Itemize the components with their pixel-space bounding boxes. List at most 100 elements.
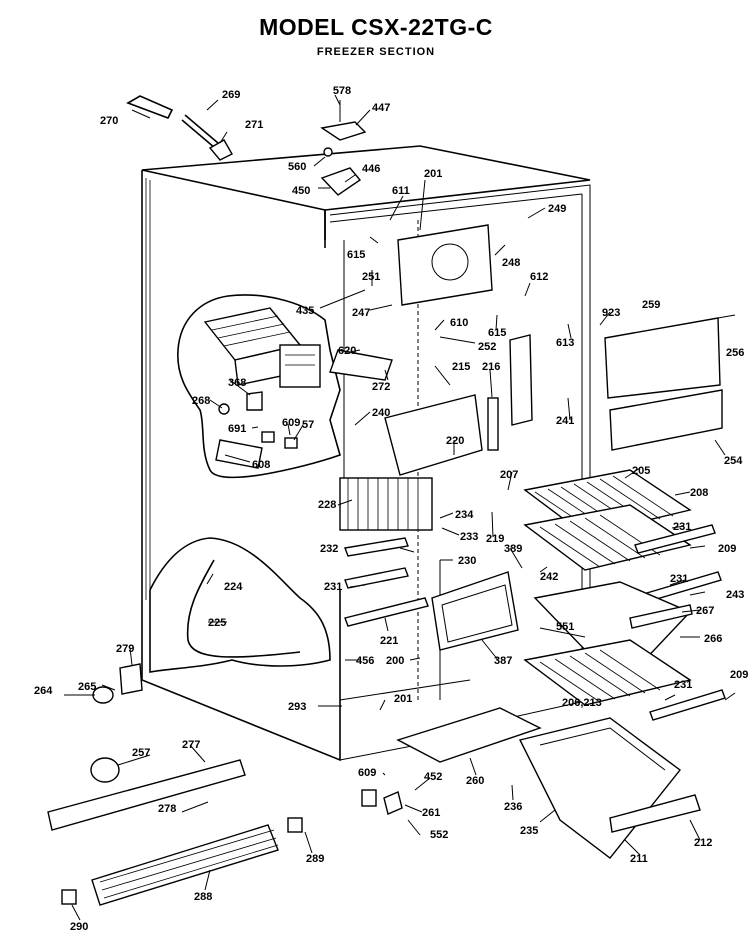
label-368: 368 bbox=[228, 377, 246, 389]
label-209b: 209 bbox=[730, 669, 748, 681]
icemaker-assembly bbox=[203, 307, 321, 388]
label-225: 225 bbox=[208, 617, 226, 629]
label-243: 243 bbox=[726, 589, 744, 601]
label-450: 450 bbox=[292, 185, 310, 197]
part-289-icon bbox=[287, 817, 303, 833]
label-259: 259 bbox=[642, 299, 660, 311]
part-608-icon bbox=[215, 439, 263, 469]
diagram-subtitle: FREEZER SECTION bbox=[316, 46, 436, 58]
part-387-icon bbox=[431, 571, 519, 651]
part-288-grille bbox=[91, 824, 279, 906]
label-251: 251 bbox=[362, 271, 380, 283]
label-233: 233 bbox=[460, 531, 478, 543]
label-57: 57 bbox=[302, 419, 314, 431]
part-206-wire-shelf bbox=[523, 639, 692, 706]
label-615: 615 bbox=[347, 249, 365, 261]
label-260: 260 bbox=[466, 775, 484, 787]
label-211: 211 bbox=[630, 853, 648, 865]
part-254-icon bbox=[609, 389, 723, 451]
part-290-icon bbox=[61, 889, 77, 905]
label-609: 609 bbox=[282, 417, 300, 429]
label-261: 261 bbox=[422, 807, 440, 819]
part-560-icon bbox=[323, 147, 333, 157]
label-234: 234 bbox=[455, 509, 474, 521]
label-200: 200 bbox=[386, 655, 404, 667]
label-230: 230 bbox=[458, 555, 476, 567]
label-208: 208 bbox=[690, 487, 708, 499]
diagram-title: MODEL CSX-22TG-C bbox=[259, 14, 493, 40]
part-231-rail-icon bbox=[344, 567, 409, 589]
label-270: 270 bbox=[100, 115, 118, 127]
part-201-housing-icon bbox=[397, 224, 493, 306]
label-249: 249 bbox=[548, 203, 566, 215]
part-225-tube-icon bbox=[186, 559, 301, 658]
part-216-icon bbox=[487, 397, 499, 451]
evaporator-coil bbox=[339, 477, 433, 531]
part-447-icon bbox=[320, 121, 367, 141]
freezer-cabinet bbox=[141, 145, 591, 762]
label-615b: 615 bbox=[488, 327, 506, 339]
part-279-icon bbox=[119, 663, 143, 695]
part-209-rod-icon bbox=[634, 524, 716, 554]
part-268-icon bbox=[218, 403, 230, 415]
part-number-labels: 578 447 269 270 271 560 446 450 611 201 … bbox=[34, 85, 748, 933]
part-211-bin bbox=[518, 717, 701, 859]
label-265: 265 bbox=[78, 681, 96, 693]
label-293: 293 bbox=[288, 701, 306, 713]
label-231d: 231 bbox=[674, 679, 692, 691]
part-261-icon bbox=[383, 791, 403, 815]
part-272-icon bbox=[329, 349, 393, 381]
label-456: 456 bbox=[356, 655, 374, 667]
label-242: 242 bbox=[540, 571, 558, 583]
label-578: 578 bbox=[333, 85, 351, 97]
label-221: 221 bbox=[380, 635, 398, 647]
label-231b: 231 bbox=[670, 573, 688, 585]
label-277: 277 bbox=[182, 739, 200, 751]
part-368-icon bbox=[246, 391, 263, 411]
label-289: 289 bbox=[306, 853, 324, 865]
label-257: 257 bbox=[132, 747, 150, 759]
label-613: 613 bbox=[556, 337, 574, 349]
part-221-icon bbox=[344, 597, 429, 627]
label-220: 220 bbox=[446, 435, 464, 447]
part-209b-rod-icon bbox=[649, 689, 726, 721]
label-215: 215 bbox=[452, 361, 470, 373]
label-236: 236 bbox=[504, 801, 522, 813]
label-209: 209 bbox=[718, 543, 736, 555]
label-271: 271 bbox=[245, 119, 263, 131]
label-552: 552 bbox=[430, 829, 448, 841]
label-201: 201 bbox=[424, 168, 442, 180]
part-270-icon bbox=[126, 95, 174, 120]
label-620: 620 bbox=[338, 345, 356, 357]
label-224: 224 bbox=[224, 581, 243, 593]
label-447: 447 bbox=[372, 102, 390, 114]
part-452-icon bbox=[361, 789, 377, 807]
label-610: 610 bbox=[450, 317, 468, 329]
leader-lines bbox=[64, 94, 736, 921]
part-232-icon bbox=[344, 537, 409, 557]
label-248: 248 bbox=[502, 257, 520, 269]
label-256: 256 bbox=[726, 347, 744, 359]
label-228: 228 bbox=[318, 499, 336, 511]
label-212: 212 bbox=[694, 837, 712, 849]
label-435: 435 bbox=[296, 305, 314, 317]
label-452: 452 bbox=[424, 771, 442, 783]
label-206-213: 206,213 bbox=[562, 697, 602, 709]
part-260-tray-icon bbox=[396, 707, 542, 763]
label-207: 207 bbox=[500, 469, 518, 481]
part-259-icon bbox=[604, 317, 721, 399]
part-242-wire-shelf bbox=[523, 504, 692, 571]
label-278: 278 bbox=[158, 803, 176, 815]
part-271-icon bbox=[208, 139, 233, 161]
label-279: 279 bbox=[116, 643, 134, 655]
lower-callout-outline bbox=[149, 537, 331, 673]
label-288: 288 bbox=[194, 891, 212, 903]
label-266: 266 bbox=[704, 633, 722, 645]
label-231: 231 bbox=[673, 521, 691, 533]
label-560: 560 bbox=[288, 161, 306, 173]
label-254: 254 bbox=[724, 455, 743, 467]
label-290: 290 bbox=[70, 921, 88, 933]
label-231c: 231 bbox=[324, 581, 342, 593]
label-219: 219 bbox=[486, 533, 504, 545]
